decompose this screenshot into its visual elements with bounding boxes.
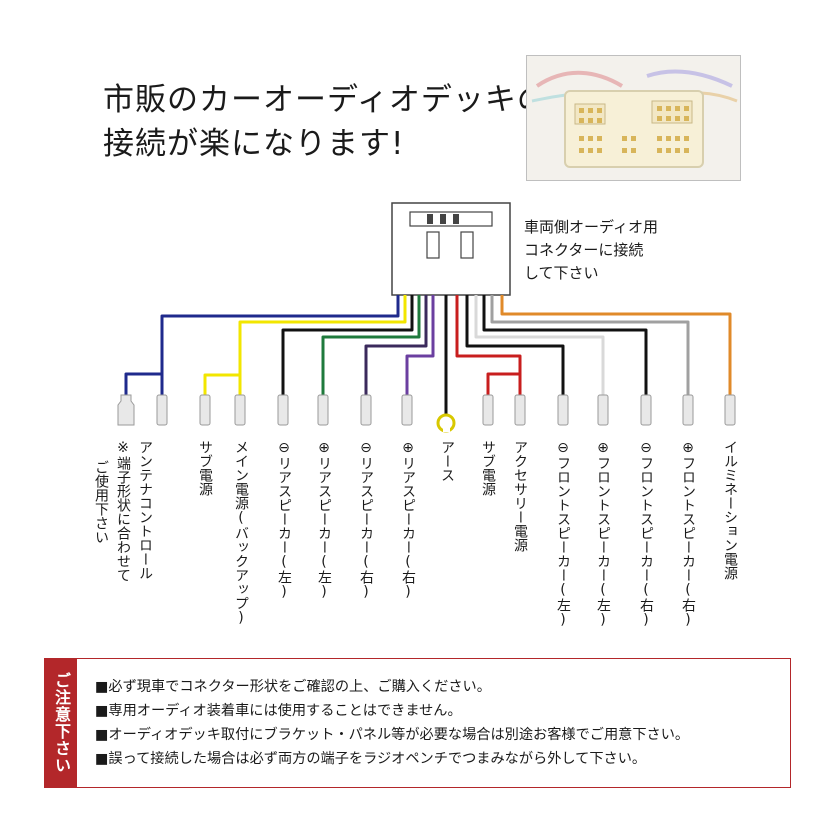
wire-label-rear-right-neg: ⊖リアスピーカー(右) [358, 440, 374, 600]
wire-rear-right-neg [364, 295, 428, 395]
notice-item: ■オーディオデッキ取付にブラケット・パネル等が必要な場合は別途お客様でご用意下さ… [95, 727, 690, 743]
wire-label-front-left-neg: ⊖フロントスピーカー(左) [555, 440, 571, 628]
wire-sub-power-1 [203, 295, 407, 395]
notice-item: ■必ず現車でコネクター形状をご確認の上、ご購入ください。 [95, 679, 491, 695]
wire-label-main-power: メイン電源(バックアップ) [233, 440, 249, 626]
terminal [199, 394, 211, 426]
wire-label-front-right-neg: ⊖フロントスピーカー(右) [638, 440, 654, 628]
notice-list: ■必ず現車でコネクター形状をご確認の上、ご購入ください。 ■専用オーディオ装着車… [95, 675, 689, 771]
notice-item: ■専用オーディオ装着車には使用することはできません。 [95, 703, 462, 719]
terminal [360, 394, 372, 426]
terminal [317, 394, 329, 426]
wire-label-front-left-pos: ⊕フロントスピーカー(左) [595, 440, 611, 628]
wire-label-rear-left-pos: ⊕リアスピーカー(左) [316, 440, 332, 600]
connector-label-line-3: して下さい [524, 264, 599, 282]
wire-front-left-neg [465, 295, 565, 395]
connector-label: 車両側オーディオ用 コネクターに接続 して下さい [524, 216, 658, 285]
headline-line-1: 市販のカーオーディオデッキの [103, 82, 549, 118]
headline-line-2: 接続が楽になります! [103, 126, 405, 162]
wiring-diagram [117, 202, 736, 433]
wire-label-rear-right-pos: ⊕リアスピーカー(右) [400, 440, 416, 600]
wire-label-accessory: アクセサリー電源 [512, 440, 528, 552]
wire-rear-right-pos [405, 295, 435, 395]
terminal [640, 394, 652, 426]
wire-label-sub-power-1: サブ電源 [197, 440, 213, 496]
wire-antenna-branch [124, 372, 162, 395]
connector-label-line-2: コネクターに接続 [524, 241, 644, 259]
wire-label-front-right-pos: ⊕フロントスピーカー(右) [680, 440, 696, 628]
terminal [234, 394, 246, 426]
terminal [557, 394, 569, 426]
wire-antenna [160, 295, 400, 395]
terminal [401, 394, 413, 426]
wire-label-note-2: ご使用下さい [93, 460, 109, 544]
wire-front-right-neg [482, 295, 648, 395]
terminal [597, 394, 609, 426]
wire-label-antenna: アンテナコントロール [137, 440, 153, 580]
terminals [117, 394, 736, 426]
notice-item: ■誤って接続した場合は必ず両方の端子をラジオペンチでつまみながら外して下さい。 [95, 751, 647, 767]
wire-label-note-1: ※端子形状に合わせて [115, 440, 131, 582]
ground-ring-terminal [436, 413, 456, 433]
wire-rear-left-neg [281, 295, 414, 395]
connector-photo [526, 55, 741, 181]
wire-sub-power-2 [486, 372, 520, 395]
wire-label-rear-left-neg: ⊖リアスピーカー(左) [276, 440, 292, 600]
terminal [156, 394, 168, 426]
notice-tag: ご注意下さい [45, 659, 77, 787]
wire-label-illumination: イルミネーション電源 [722, 440, 738, 580]
terminal [514, 394, 526, 426]
terminal [724, 394, 736, 426]
terminal [682, 394, 694, 426]
wire-front-left-pos [474, 295, 605, 395]
terminal [277, 394, 289, 426]
wire-label-ground: アース [439, 440, 455, 482]
wire-rear-left-pos [321, 295, 421, 395]
wire-front-right-pos [490, 295, 690, 395]
terminal [482, 394, 494, 426]
headline: 市販のカーオーディオデッキの 接続が楽になります! [103, 78, 549, 166]
connector-label-line-1: 車両側オーディオ用 [524, 218, 658, 236]
wire-illumination [500, 295, 732, 395]
wire-label-sub-power-2: サブ電源 [480, 440, 496, 496]
vehicle-connector [391, 202, 511, 296]
terminal-antenna-special [117, 394, 135, 426]
notice-box: ご注意下さい ■必ず現車でコネクター形状をご確認の上、ご購入ください。 ■専用オ… [44, 658, 791, 788]
